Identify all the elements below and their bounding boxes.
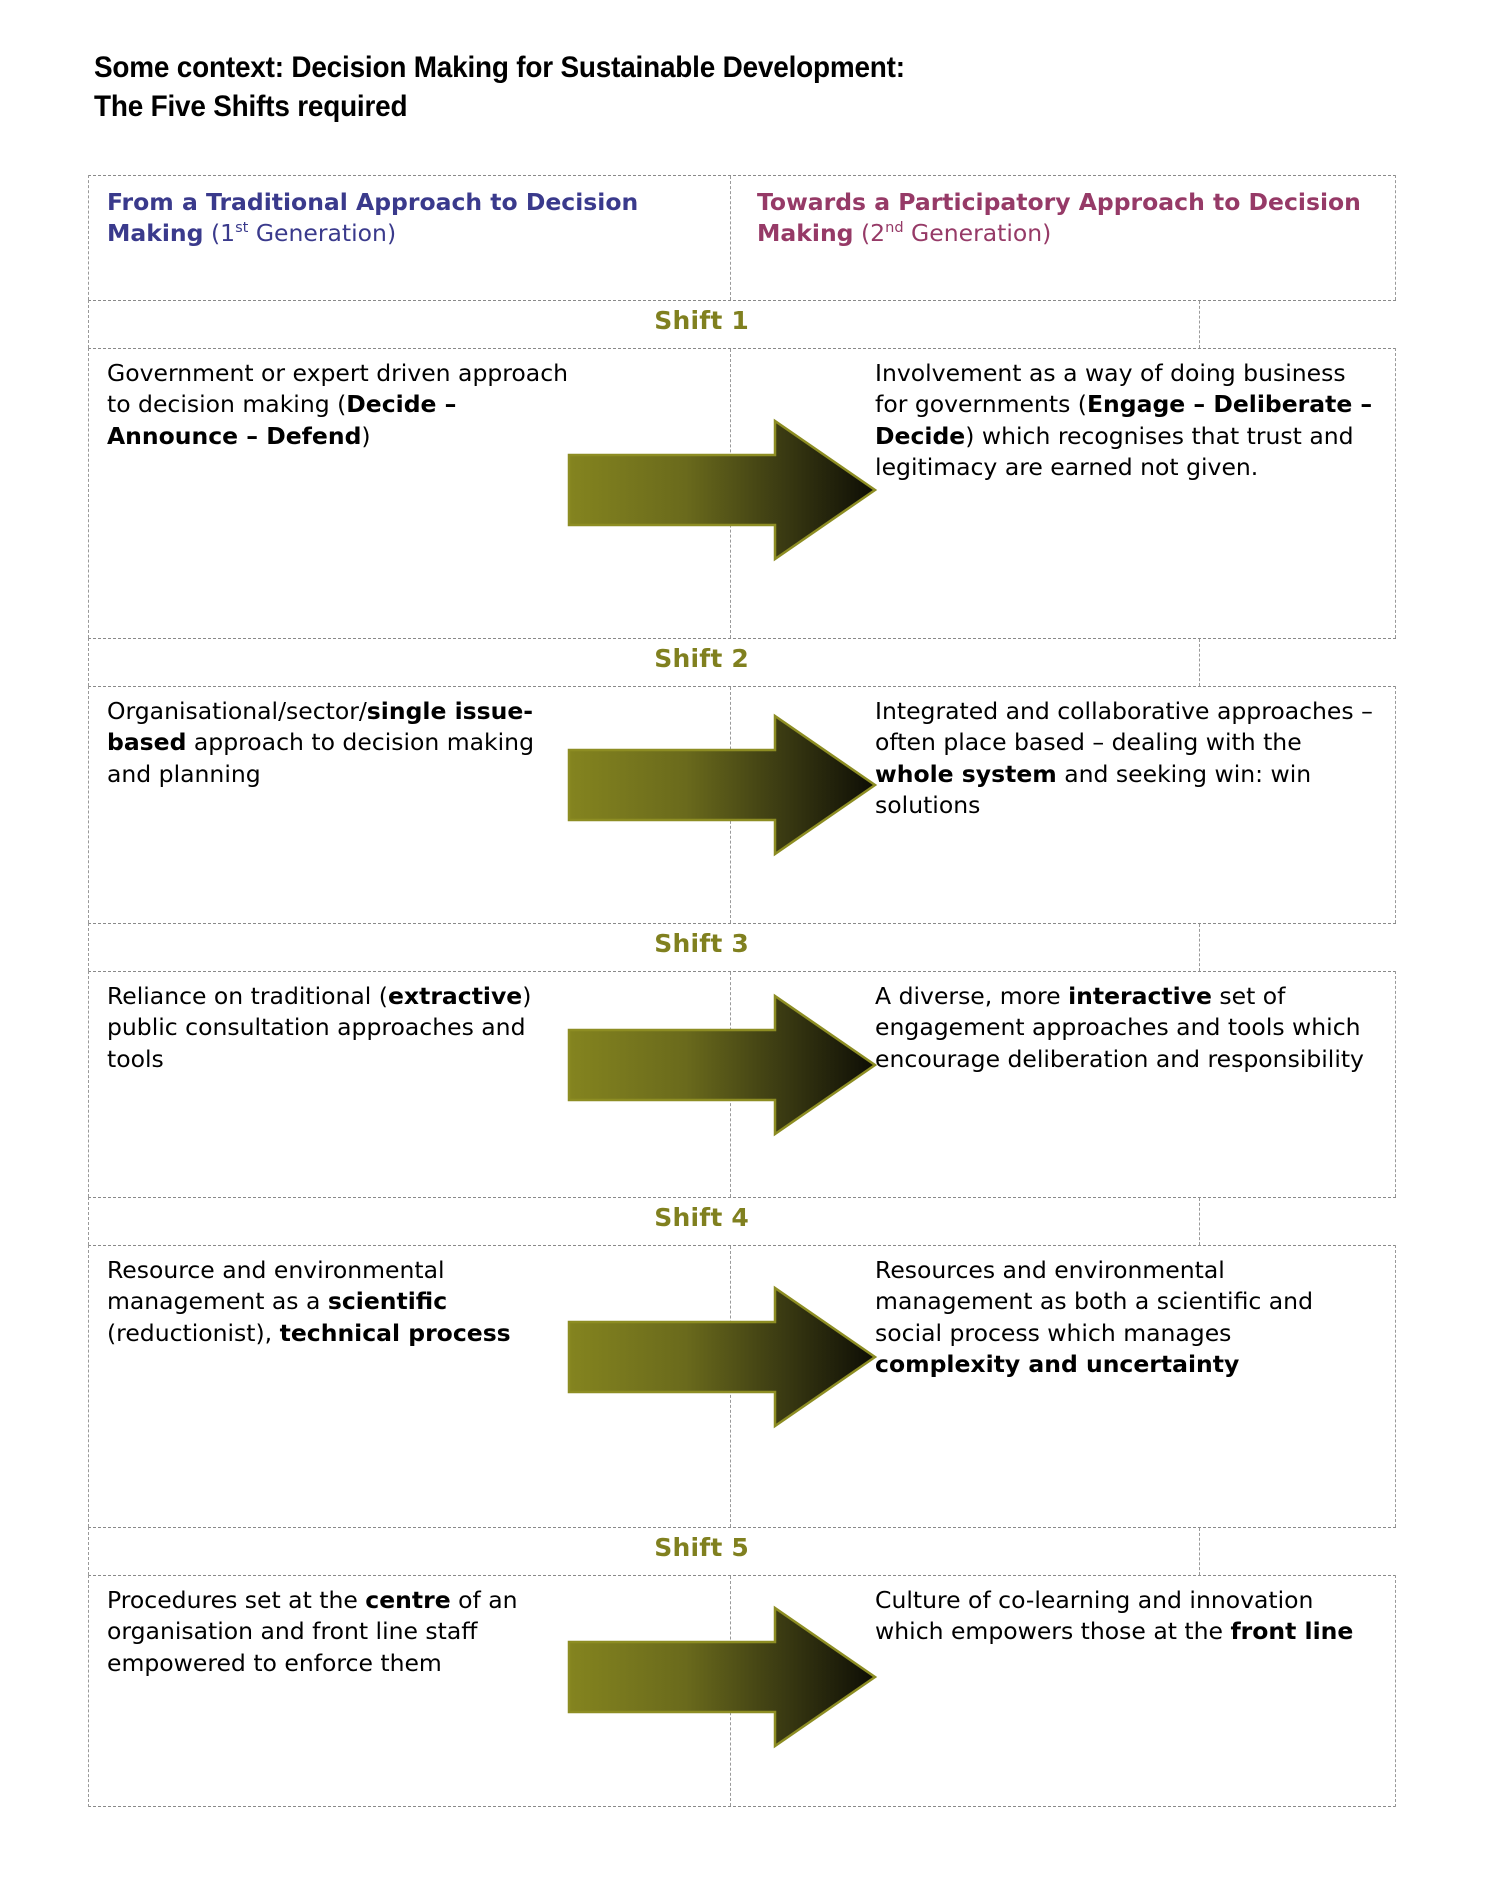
shift-row-right-edge: [1199, 301, 1200, 348]
shift-label-3: Shift 3: [654, 929, 749, 958]
shift-content-row-4: Resource and environmental management as…: [88, 1245, 1396, 1527]
shift-1-right-seg-1: Engage – Deliberate – Decide: [875, 390, 1373, 450]
shift-1-left-cell: Government or expert driven approach to …: [89, 349, 729, 638]
shift-4-right-seg-0: Resources and environmental management a…: [875, 1256, 1313, 1347]
shift-5-right-cell: Culture of co-learning and innovation wh…: [729, 1576, 1395, 1806]
page-title-line-2: The Five Shifts required: [94, 90, 408, 123]
shift-4-left-seg-2: (reductionist),: [107, 1318, 280, 1347]
header-cell-participatory: Towards a Participatory Approach to Deci…: [729, 176, 1395, 300]
shift-2-left-seg-2: approach to decision making and planning: [107, 728, 534, 788]
header-traditional-sup: st: [235, 219, 249, 237]
shift-3-left-seg-1: extractive: [387, 982, 523, 1010]
shift-2-left-cell: Organisational/sector/single issue-based…: [89, 687, 729, 923]
shift-label-4: Shift 4: [654, 1203, 749, 1232]
header-participatory-bold: Towards a Participatory Approach to Deci…: [757, 188, 1361, 248]
shift-label-row-3: Shift 3: [88, 923, 1396, 971]
shift-5-right-seg-0: Culture of co-learning and innovation wh…: [875, 1586, 1314, 1646]
shift-2-right-seg-0: Integrated and collaborative approaches …: [875, 697, 1373, 757]
shift-5-left-seg-1: centre: [365, 1586, 451, 1614]
shift-1-left-seg-2: ): [361, 421, 371, 450]
shift-4-left-seg-1: scientific: [327, 1287, 448, 1316]
shift-content-row-2: Organisational/sector/single issue-based…: [88, 686, 1396, 923]
shift-1-right-seg-0: Involvement as a way of doing business f…: [875, 359, 1346, 419]
shift-4-right-cell: Resources and environmental management a…: [729, 1246, 1395, 1527]
shift-3-right-seg-2: set of engagement approaches and tools w…: [875, 982, 1364, 1073]
shift-label-row-4: Shift 4: [88, 1197, 1396, 1245]
shift-label-2: Shift 2: [654, 644, 749, 673]
header-traditional-gen-tail: Generation): [248, 219, 397, 248]
shift-row-right-edge: [1199, 1198, 1200, 1245]
shift-4-left-seg-0: Resource and environmental management as…: [107, 1256, 445, 1316]
shift-4-right-seg-1: complexity and uncertainty: [875, 1349, 1240, 1378]
header-traditional-gen-open: (1: [203, 219, 236, 248]
shift-1-right-seg-2: ) which recognises that trust and legiti…: [875, 421, 1354, 481]
shift-1-left-seg-0: Government or expert driven approach to …: [107, 359, 569, 419]
shift-row-right-edge: [1199, 1528, 1200, 1575]
header-cell-traditional: From a Traditional Approach to Decision …: [89, 176, 729, 300]
shift-5-right-seg-1: front line: [1230, 1617, 1354, 1646]
shift-3-right-seg-1: interactive: [1068, 982, 1212, 1010]
shift-content-row-1: Government or expert driven approach to …: [88, 348, 1396, 638]
shift-1-right-cell: Involvement as a way of doing business f…: [729, 349, 1395, 638]
shift-2-right-seg-2: and seeking win: win solutions: [875, 759, 1312, 819]
shift-3-left-seg-2: ) public consultation approaches and too…: [107, 982, 532, 1073]
shift-2-left-seg-1: single issue-based: [107, 697, 534, 757]
shift-4-left-seg-3: technical process: [279, 1318, 511, 1347]
shift-5-left-seg-0: Procedures set at the: [107, 1586, 366, 1614]
shift-5-left-cell: Procedures set at the centre of an organ…: [89, 1576, 729, 1806]
shift-2-right-seg-1: whole system: [875, 759, 1057, 788]
shift-3-left-seg-0: Reliance on traditional (: [107, 982, 388, 1010]
column-divider: [730, 176, 731, 300]
page-title: Some context: Decision Making for Sustai…: [94, 48, 1275, 126]
shift-content-row-5: Procedures set at the centre of an organ…: [88, 1575, 1396, 1807]
shift-1-left-seg-1: Decide – Announce – Defend: [107, 390, 457, 450]
shift-label-row-1: Shift 1: [88, 300, 1396, 348]
shift-row-right-edge: [1199, 924, 1200, 971]
shift-3-right-cell: A diverse, more interactive set of engag…: [729, 972, 1395, 1197]
shift-4-left-cell: Resource and environmental management as…: [89, 1246, 729, 1527]
shift-label-5: Shift 5: [654, 1533, 749, 1562]
table-header-row: From a Traditional Approach to Decision …: [88, 175, 1396, 300]
shift-content-row-3: Reliance on traditional (extractive) pub…: [88, 971, 1396, 1197]
shift-2-left-seg-0: Organisational/sector/: [107, 697, 367, 725]
shift-3-right-seg-0: A diverse, more: [875, 982, 1069, 1010]
shift-label-row-5: Shift 5: [88, 1527, 1396, 1575]
shift-label-1: Shift 1: [654, 306, 749, 335]
header-traditional-bold: From a Traditional Approach to Decision …: [107, 188, 639, 248]
shift-5-left-seg-2: of an organisation and front line staff …: [107, 1586, 518, 1677]
shift-label-row-2: Shift 2: [88, 638, 1396, 686]
header-participatory-sup: nd: [885, 219, 904, 237]
header-participatory-gen-tail: Generation): [903, 219, 1052, 248]
page-title-line-1: Some context: Decision Making for Sustai…: [94, 51, 905, 84]
shift-row-right-edge: [1199, 639, 1200, 686]
shift-3-left-cell: Reliance on traditional (extractive) pub…: [89, 972, 729, 1197]
header-participatory-gen-open: (2: [853, 219, 886, 248]
shift-2-right-cell: Integrated and collaborative approaches …: [729, 687, 1395, 923]
five-shifts-table: From a Traditional Approach to Decision …: [88, 175, 1396, 1807]
